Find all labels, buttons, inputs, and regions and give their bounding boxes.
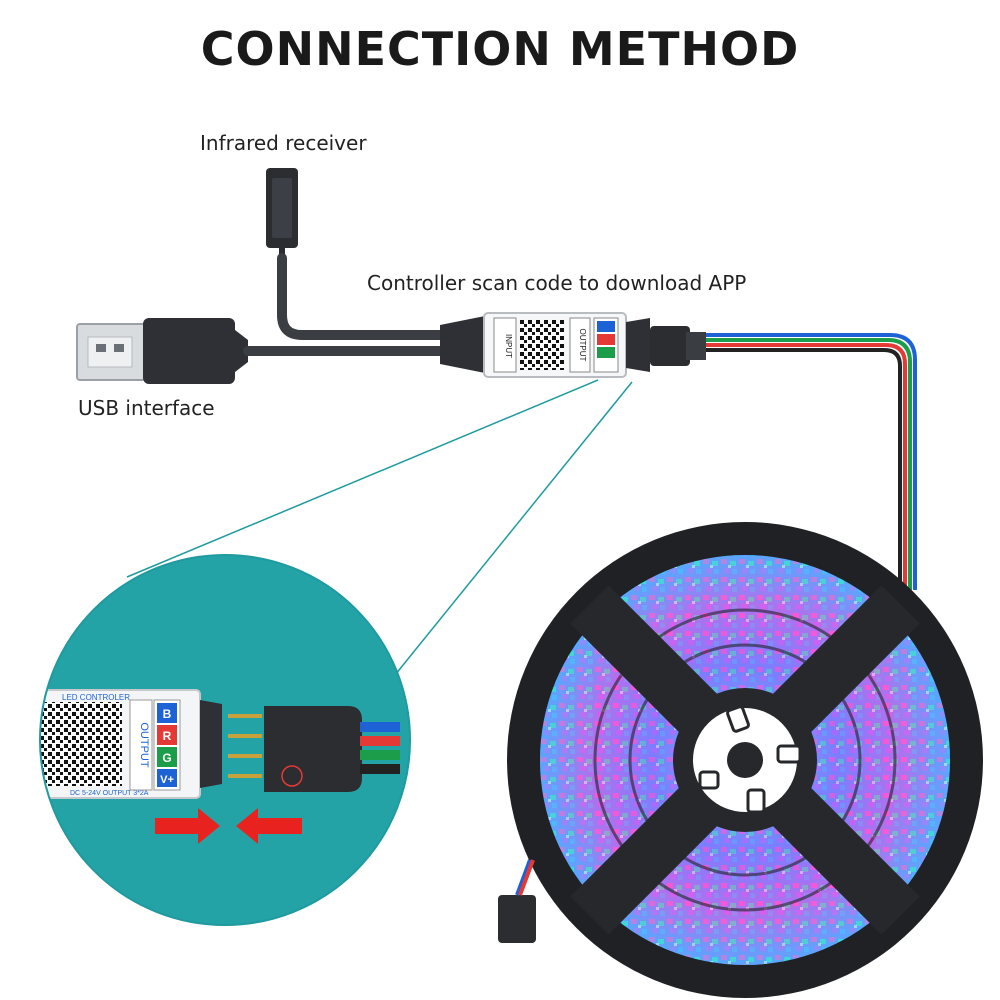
usb-interface-label: USB interface (78, 396, 215, 420)
usb-plug (76, 318, 248, 384)
zoom-spec-mark: DC 5-24V OUTPUT 3*2A (70, 790, 149, 797)
zoom-connector-pins (228, 714, 262, 778)
zoom-detail-circle: LED CONTROLER DC 5-24V OUTPUT 3*2A OUTPU… (40, 555, 410, 925)
zoom-pin-b: B (163, 707, 172, 721)
zoom-qr-code-icon (40, 702, 122, 786)
insert-arrows (155, 808, 302, 844)
zoom-output-mark: OUTPUT (138, 722, 150, 768)
arrow-right-icon (155, 808, 220, 844)
controller-input-mark: INPUT (504, 334, 513, 358)
zoom-pin-r: R (163, 729, 172, 743)
controller-output-mark: OUTPUT (578, 329, 587, 362)
strip-end-connector (498, 859, 536, 943)
output-connector (650, 326, 706, 366)
infrared-cable (277, 253, 445, 340)
led-strip-reel (507, 522, 983, 998)
page-title: CONNECTION METHOD (200, 22, 800, 76)
infrared-receiver-plug (266, 168, 298, 260)
callout-line-left (126, 379, 599, 578)
controller-label: Controller scan code to download APP (367, 271, 747, 295)
zoom-brand-mark: LED CONTROLER (62, 693, 130, 702)
zoom-pin-g: G (162, 751, 171, 765)
controller-box: INPUT OUTPUT (440, 312, 650, 378)
arrow-left-icon (236, 808, 302, 844)
infrared-receiver-label: Infrared receiver (200, 131, 367, 155)
qr-code-icon (520, 320, 564, 370)
rgb-ribbon-cable (706, 333, 917, 590)
zoom-pin-v: V+ (160, 774, 174, 786)
callout-line-right (394, 381, 633, 676)
